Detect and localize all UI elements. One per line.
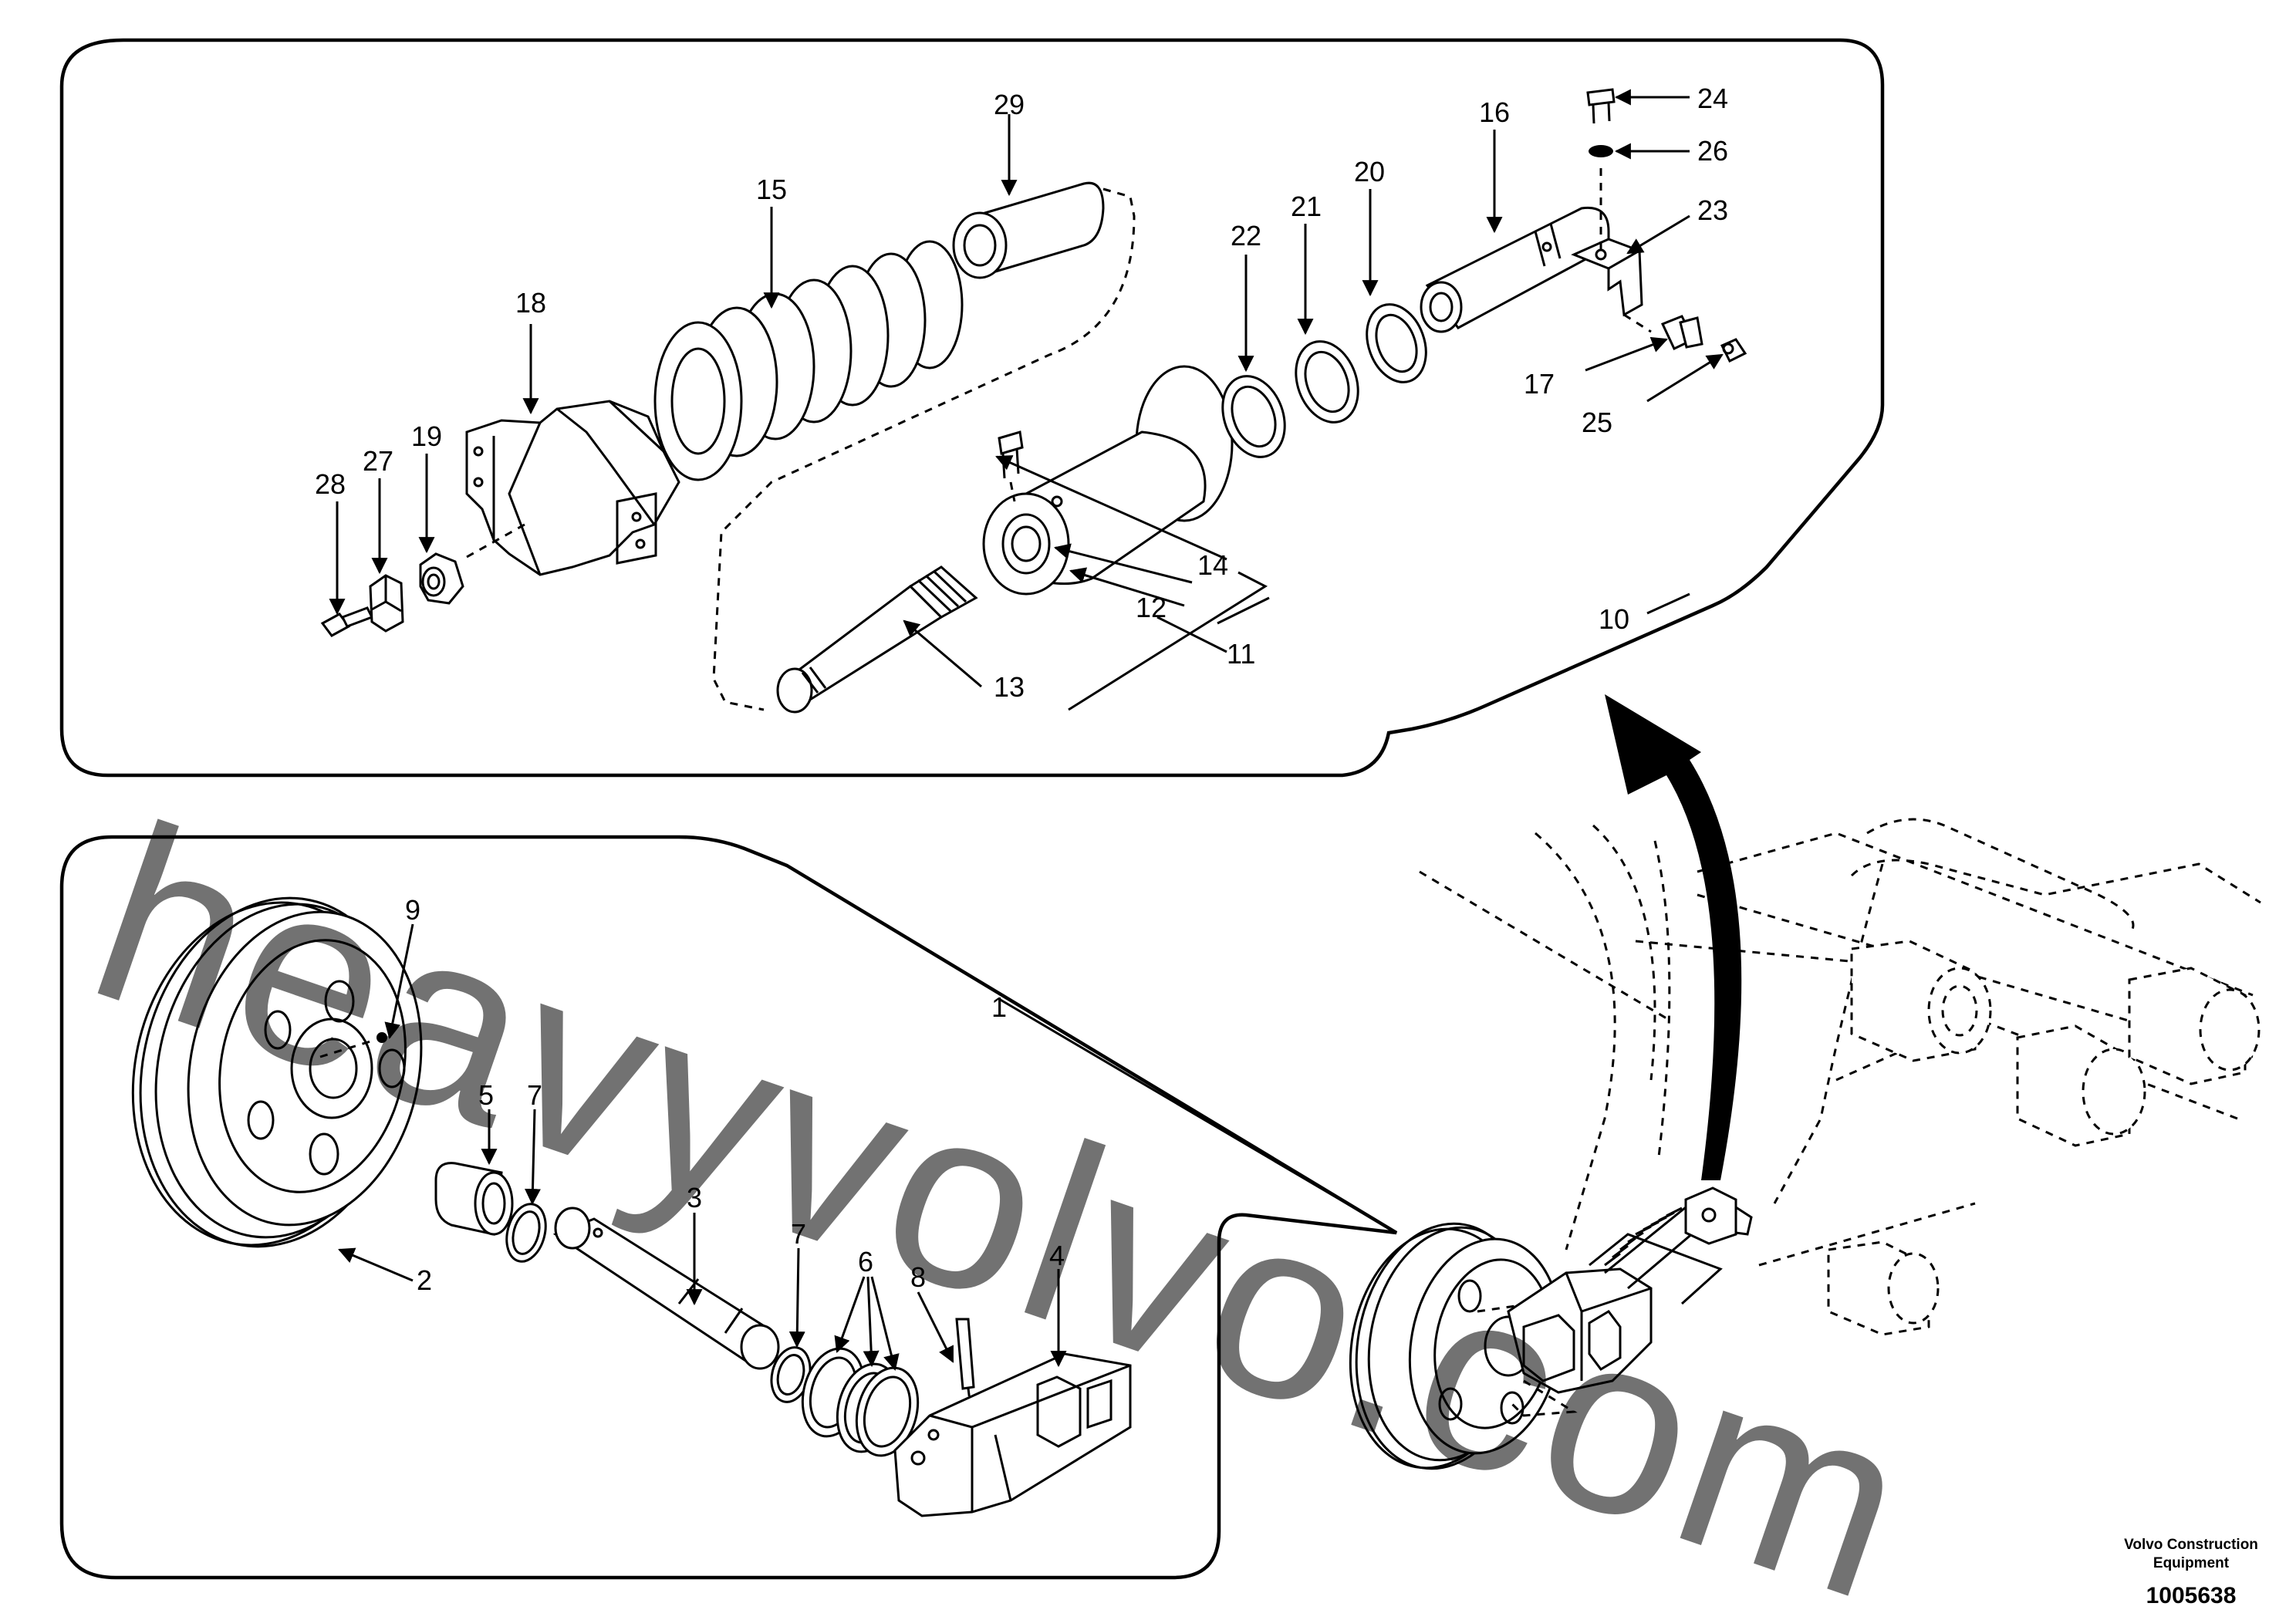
part-label-17: 17 (1524, 368, 1555, 400)
sleeve-part-29 (952, 181, 1105, 279)
bolt-part-14 (998, 430, 1024, 479)
part-label-18: 18 (515, 287, 546, 319)
part-label-29: 29 (994, 89, 1025, 120)
part-label-12: 12 (1136, 592, 1167, 623)
part-label-6: 6 (858, 1246, 873, 1277)
part-label-19: 19 (411, 420, 442, 452)
bottom-detail-panel (59, 835, 1398, 1580)
document-number: 1005638 (2146, 1583, 2237, 1608)
seal-ring-part-22 (1221, 375, 1286, 458)
part-label-26: 26 (1697, 135, 1728, 167)
part-label-23: 23 (1697, 194, 1728, 226)
part-label-15: 15 (756, 174, 787, 205)
check-valve-part (1720, 338, 1747, 363)
part-label-7-left: 7 (527, 1079, 542, 1111)
idler-wheel-part (131, 896, 423, 1248)
part-label-1: 1 (991, 991, 1007, 1023)
part-label-10: 10 (1599, 603, 1629, 635)
part-label-27: 27 (363, 445, 393, 477)
bushing-part-5 (434, 1162, 514, 1236)
bolt-part-24 (1586, 88, 1616, 124)
shaft-part-3 (552, 1207, 780, 1370)
part-label-8: 8 (910, 1261, 926, 1293)
bracket-part-4 (893, 1352, 1132, 1517)
grease-fitting-part (1660, 315, 1703, 351)
bolt-part-28 (320, 606, 374, 637)
part-label-16: 16 (1479, 96, 1510, 128)
part-label-5: 5 (478, 1079, 494, 1111)
brand-line-1: Volvo Construction (2124, 1537, 2258, 1553)
part-label-25: 25 (1582, 407, 1612, 438)
part-label-22: 22 (1231, 220, 1261, 251)
brand-line-2: Equipment (2153, 1555, 2230, 1571)
clip-plate-part-27 (369, 574, 404, 633)
part-label-7-right: 7 (791, 1218, 806, 1250)
part-label-20: 20 (1354, 156, 1385, 187)
threaded-rod-part (776, 565, 978, 714)
seal-set-part-6 (801, 1347, 920, 1457)
nut-part-19 (419, 552, 464, 605)
part-label-11: 11 (1227, 638, 1255, 670)
yoke-bracket-part (465, 400, 680, 576)
seal-ring-part-21 (1295, 340, 1359, 424)
part-label-9: 9 (405, 894, 420, 926)
seal-ring-part-20 (1366, 303, 1427, 383)
part-label-3: 3 (687, 1182, 702, 1213)
part-label-28: 28 (315, 468, 346, 500)
part-label-2: 2 (417, 1264, 432, 1296)
tension-spring-part (653, 240, 964, 481)
piston-rod-part (1420, 206, 1610, 333)
part-label-14: 14 (1197, 549, 1228, 581)
part-label-13: 13 (994, 671, 1025, 703)
washer-part-26 (1589, 145, 1613, 157)
part-label-24: 24 (1697, 83, 1728, 114)
undercarriage-assembly-view (1349, 818, 2261, 1470)
detail-callout-arrow (1605, 694, 1742, 1180)
part-labels: 29 15 18 19 27 28 22 21 20 16 24 26 23 1… (315, 83, 1728, 1296)
footer-branding: Volvo Construction Equipment 1005638 (2124, 1537, 2258, 1608)
part-label-4: 4 (1049, 1240, 1065, 1271)
part-label-21: 21 (1291, 191, 1322, 222)
pin-part-8 (955, 1318, 975, 1390)
top-detail-panel (59, 38, 1885, 778)
